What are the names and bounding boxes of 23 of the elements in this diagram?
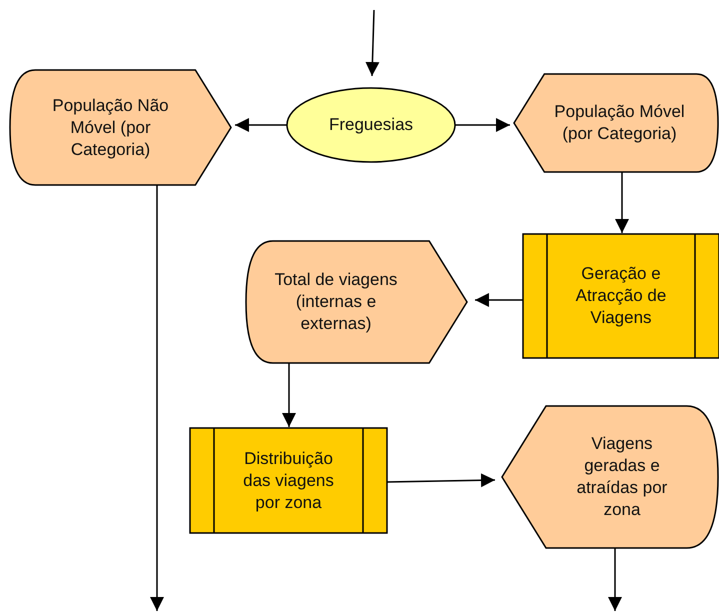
display-shape [502,406,718,548]
arrow [475,293,523,307]
arrow [150,185,164,611]
arrow [615,172,629,233]
display-shape [514,74,718,172]
arrow [608,548,622,611]
node-label: Freguesias [328,114,414,136]
predefined-process-box [190,428,387,533]
arrow [365,10,380,76]
arrow [455,118,510,132]
node-label: Viagens geradas e atraídas por zona [576,433,668,521]
node-label: População Móvel (por Categoria) [553,101,686,145]
arrow [386,473,496,488]
node-label: Geração e Atracção de Viagens [574,263,668,329]
display-shape [246,241,467,363]
predefined-process-box [523,234,719,358]
ellipse-node [287,88,455,162]
node-label: Distribuição das viagens por zona [242,448,335,514]
display-shape [10,70,231,185]
arrow [282,363,296,427]
node-label: População Não Móvel (por Categoria) [51,94,170,160]
arrow [235,118,287,132]
node-label: Total de viagens (internas e externas) [274,269,398,335]
